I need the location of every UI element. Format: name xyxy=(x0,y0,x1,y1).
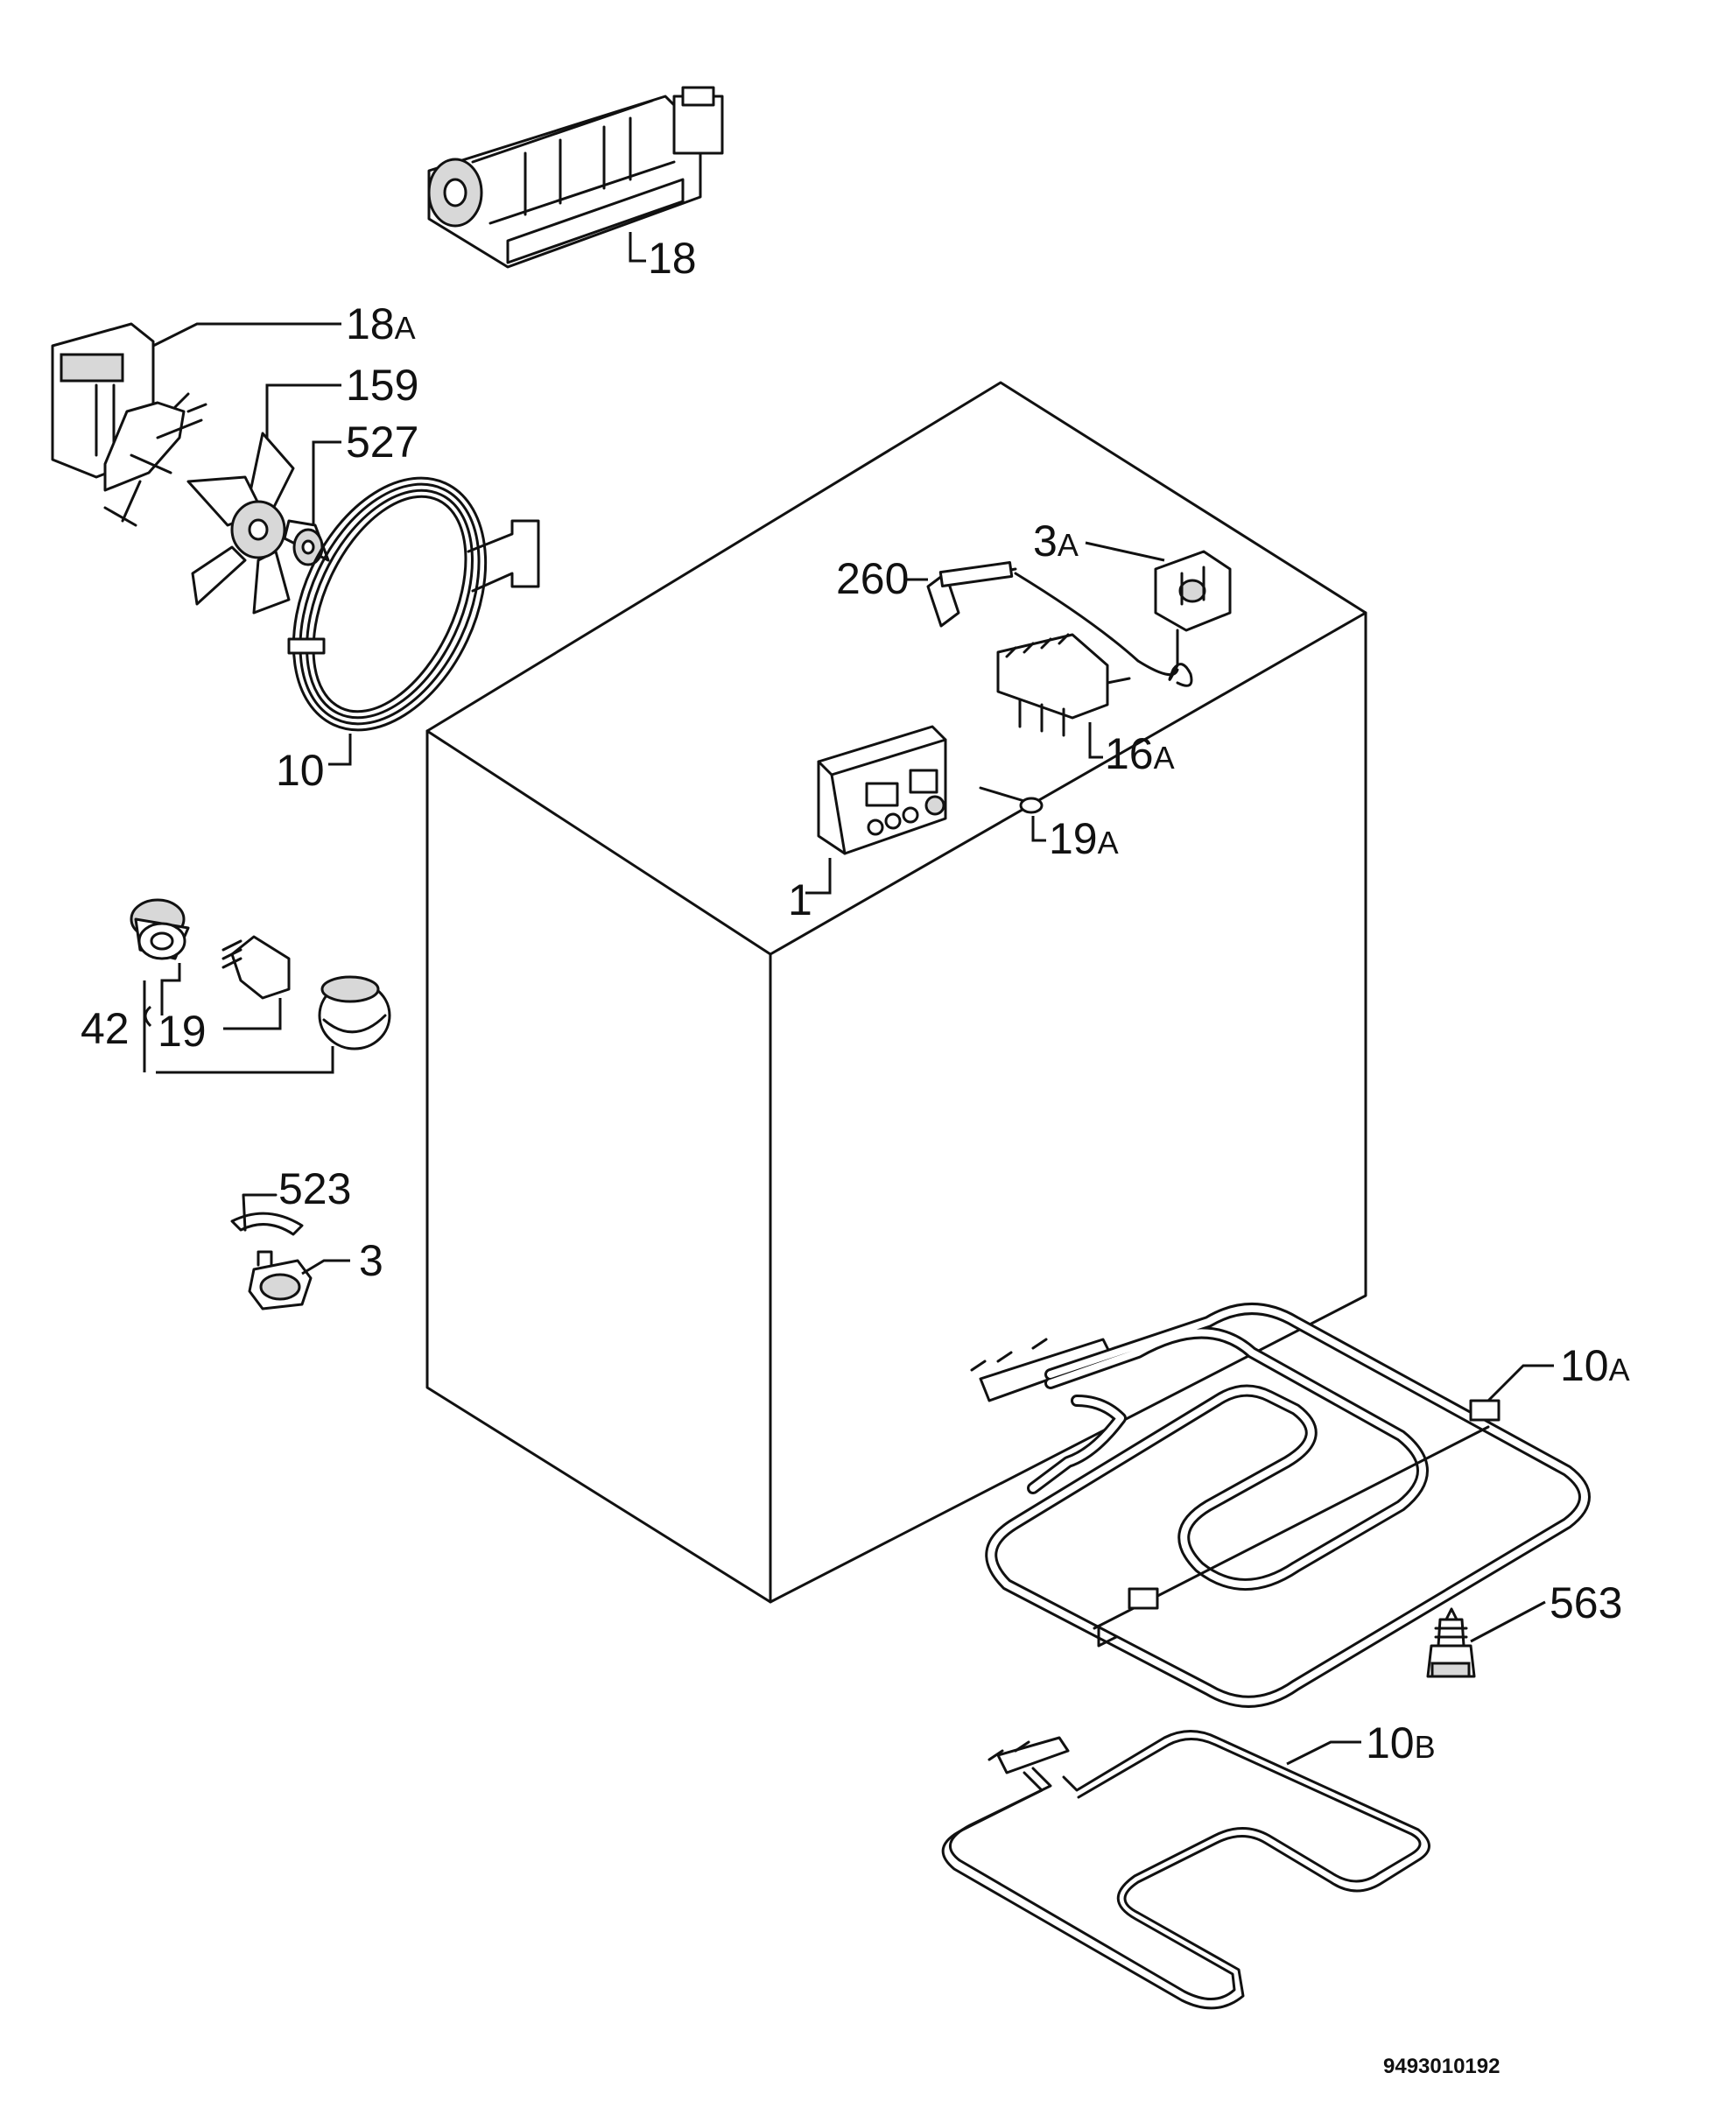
sensor-clip-part-260: 260 xyxy=(836,554,1017,628)
indicator-lamp-part-19a: 19A xyxy=(979,786,1119,863)
label-563: 563 xyxy=(1550,1578,1622,1627)
label-10a: 10A xyxy=(1560,1341,1630,1390)
label-159: 159 xyxy=(346,361,418,410)
label-42: 42 xyxy=(81,1004,130,1053)
label-16a: 16A xyxy=(1105,729,1175,778)
label-19a: 19A xyxy=(1049,814,1119,863)
label-3: 3 xyxy=(359,1236,383,1285)
label-18a: 18A xyxy=(346,299,416,348)
fan-nut-part-527: 527 xyxy=(292,418,418,566)
label-10: 10 xyxy=(276,746,325,795)
label-260: 260 xyxy=(836,554,909,603)
label-527: 527 xyxy=(346,418,418,467)
label-10b: 10B xyxy=(1366,1718,1436,1767)
support-screw-part-563: 563 xyxy=(1426,1578,1622,1678)
bottom-heater-part-10b: 10B xyxy=(941,1718,1436,2010)
label-18: 18 xyxy=(648,234,697,283)
thermostat-part-3a: 3A xyxy=(1014,516,1232,687)
label-19: 19 xyxy=(158,1007,207,1056)
thermal-cutout-assembly: 523 3 xyxy=(230,1164,383,1310)
oven-lamp-assembly: 42 19 xyxy=(81,898,391,1074)
oven-cabinet xyxy=(425,381,1367,1604)
function-switch-part-16a: 16A xyxy=(996,633,1175,778)
label-1: 1 xyxy=(788,875,812,924)
electronic-timer-part-1: 1 xyxy=(788,725,947,924)
fan-impeller-part-159: 159 xyxy=(186,361,418,615)
drawing-number: 9493010192 xyxy=(1383,2055,1500,2078)
fan-motor-part-18a: 18A xyxy=(51,299,416,527)
circular-heater-part-10: 10 xyxy=(276,476,540,795)
label-523: 523 xyxy=(278,1164,351,1213)
tangential-fan-part-18: 18 xyxy=(427,86,724,283)
label-3a: 3A xyxy=(1033,516,1079,566)
grill-heater-part-10a: 10A xyxy=(970,1303,1630,1708)
